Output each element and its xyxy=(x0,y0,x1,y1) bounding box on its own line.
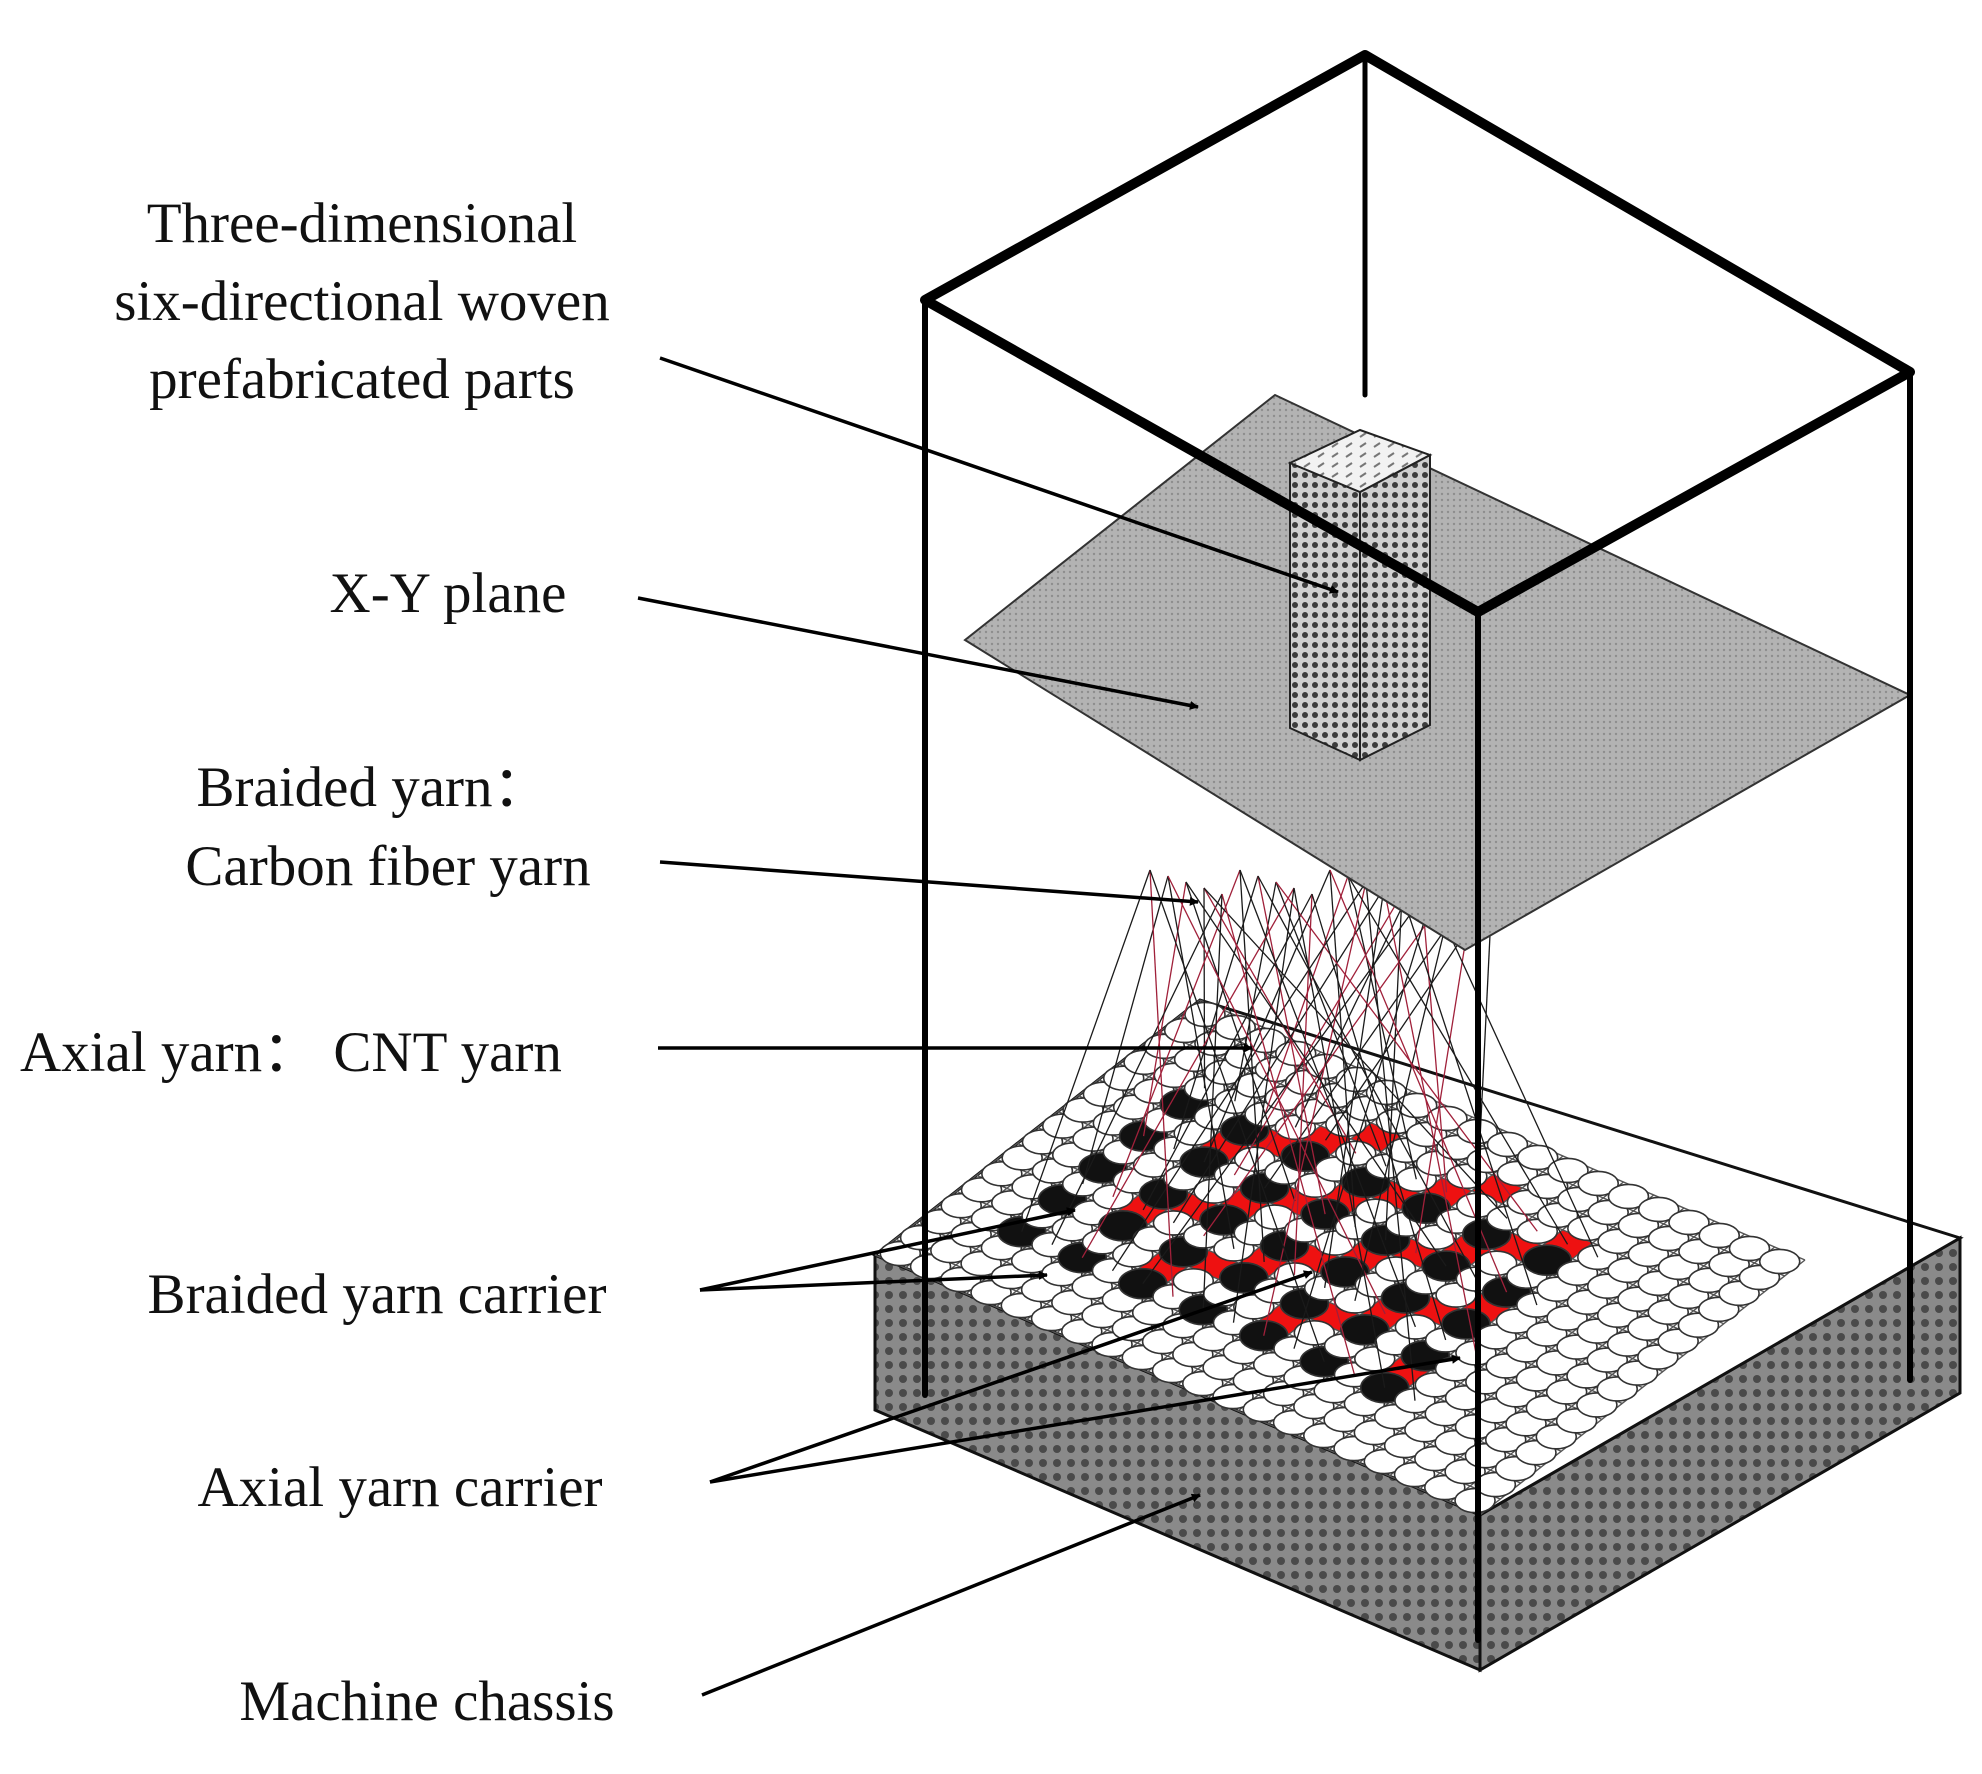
xy-plane xyxy=(963,393,1913,952)
yarn-line xyxy=(1142,893,1313,1211)
label-braided-yarn-line-1: Braided yarn： xyxy=(197,756,550,819)
arrow-axial-carrier-2 xyxy=(709,1354,1461,1484)
arrow-chassis xyxy=(701,1493,1201,1697)
yarn-line xyxy=(1232,887,1295,1323)
yarn-line xyxy=(1329,869,1356,1228)
yarn-line xyxy=(1324,887,1385,1289)
yarn-line xyxy=(1051,893,1223,1246)
yarn-line xyxy=(1234,881,1277,1102)
braided-carrier xyxy=(1253,1204,1296,1230)
braided-carrier xyxy=(1547,1157,1589,1184)
braided-carrier xyxy=(1698,1222,1741,1249)
machine-frame xyxy=(920,50,1915,1643)
woven-preform xyxy=(1287,428,1433,762)
yarn-line xyxy=(1172,887,1385,1224)
yarn-line xyxy=(1239,869,1265,1262)
yarn-line xyxy=(1203,887,1508,1219)
yarn-line xyxy=(1293,887,1386,1388)
yarn-line xyxy=(1173,875,1259,1150)
yarn-line xyxy=(1149,869,1325,1362)
yarn-line xyxy=(1264,875,1349,1115)
braided-carrier xyxy=(1637,1196,1680,1223)
braided-carrier xyxy=(1395,1092,1438,1119)
label-xy-plane: X-Y plane xyxy=(330,562,567,625)
label-braided-yarn-line-2: Carbon fiber yarn xyxy=(185,835,590,898)
label-preform-line-3: prefabricated parts xyxy=(149,348,575,411)
yarn-line xyxy=(1384,893,1403,1241)
yarn-line xyxy=(1202,893,1223,1310)
yarn-line xyxy=(1263,881,1367,1336)
yarn-line xyxy=(1365,881,1416,1401)
yarn-line xyxy=(1021,869,1151,1232)
label-axial-yarn-carrier: Axial yarn carrier xyxy=(197,1456,602,1519)
yarn-line xyxy=(1239,869,1417,1328)
label-machine-chassis: Machine chassis xyxy=(239,1670,614,1733)
arrow-preform xyxy=(659,356,1339,594)
yarn-line xyxy=(1082,875,1169,1185)
yarn-line xyxy=(1112,869,1241,1198)
labels: Three-dimensional six-directional woven … xyxy=(20,192,615,1733)
yarn-line xyxy=(1311,893,1447,1341)
yarn-line xyxy=(1185,881,1296,1202)
yarn-line xyxy=(1203,881,1457,1237)
arrow-xy-plane xyxy=(637,596,1199,710)
arrow-braided-carrier-1 xyxy=(699,1207,1076,1292)
leader-arrows xyxy=(637,356,1461,1697)
braided-carrier xyxy=(1607,1183,1650,1210)
yarn-line xyxy=(1149,869,1174,1297)
arrow-axial-carrier-1 xyxy=(709,1270,1313,1484)
yarn-line xyxy=(1203,887,1206,1089)
yarn-line xyxy=(1167,875,1386,1315)
braided-carrier xyxy=(1374,1256,1417,1282)
braided-carrier xyxy=(1577,1170,1620,1197)
yarn-line xyxy=(1401,893,1538,1306)
label-braided-yarn-carrier: Braided yarn carrier xyxy=(148,1263,607,1326)
label-preform-line-2: six-directional woven xyxy=(114,270,609,333)
yarn-line xyxy=(1383,887,1477,1354)
yarn-line xyxy=(1257,875,1326,1215)
label-preform-line-1: Three-dimensional xyxy=(147,192,578,255)
yarn-line xyxy=(1142,881,1187,1137)
yarn-line xyxy=(1354,881,1457,1302)
yarn-line xyxy=(1203,869,1331,1163)
yarn-bundle xyxy=(1021,869,1599,1401)
yarn-line xyxy=(1293,893,1313,1275)
yarn-line xyxy=(1347,875,1569,1245)
yarn-line xyxy=(1293,875,1439,1349)
arrow-braided-carrier-2 xyxy=(699,1270,1048,1292)
yarn-line xyxy=(1167,875,1235,1250)
braided-carrier xyxy=(1172,1267,1215,1294)
arrow-braided-yarn xyxy=(659,860,1199,906)
braided-carrier xyxy=(1516,1144,1559,1171)
braided-carrier xyxy=(1668,1209,1710,1236)
yarn-line xyxy=(1347,875,1417,1180)
yarn-line xyxy=(1221,893,1356,1375)
label-axial-yarn: Axial yarn： CNT yarn xyxy=(20,1021,562,1084)
yarn-line xyxy=(1264,887,1475,1189)
braided-carrier xyxy=(1758,1248,1801,1275)
yarn-line xyxy=(1081,887,1295,1259)
yarn-line xyxy=(1275,881,1387,1167)
yarn-line xyxy=(1185,881,1447,1267)
braided-carrier xyxy=(1728,1235,1771,1262)
yarn-line xyxy=(1233,893,1403,1176)
